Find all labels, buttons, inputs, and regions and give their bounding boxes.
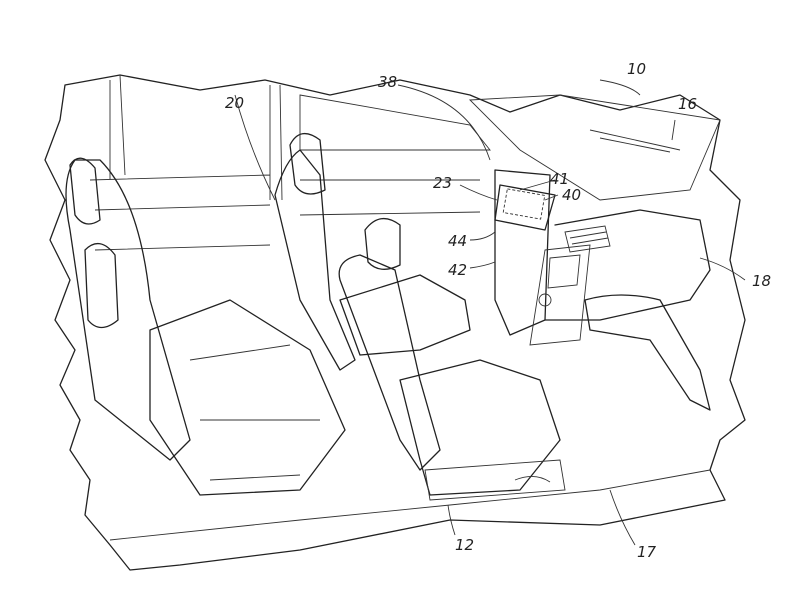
display-screen bbox=[502, 188, 546, 220]
control-knob bbox=[538, 293, 552, 307]
middle-seat-headrest bbox=[289, 133, 326, 195]
label-12: 12 bbox=[455, 536, 475, 554]
middle-seat-back bbox=[274, 149, 356, 371]
rear-seat-headrest bbox=[69, 157, 101, 225]
rear-window-frame bbox=[89, 74, 283, 251]
label-44: 44 bbox=[448, 232, 468, 250]
label-41: 41 bbox=[550, 170, 570, 188]
rear-seat-cushion-detail bbox=[189, 344, 320, 481]
rear-seat-cushion bbox=[149, 299, 346, 496]
dash-vents bbox=[564, 225, 611, 253]
display-housing bbox=[494, 184, 556, 231]
label-10: 10 bbox=[627, 60, 647, 78]
front-seat-base bbox=[424, 459, 566, 501]
label-16: 16 bbox=[678, 95, 698, 113]
rear-seat-headrest-lower bbox=[84, 243, 119, 329]
windshield bbox=[468, 94, 721, 201]
windshield-glare bbox=[589, 129, 681, 153]
label-42: 42 bbox=[448, 261, 468, 279]
label-40: 40 bbox=[562, 186, 582, 204]
label-18: 18 bbox=[752, 272, 772, 290]
glovebox-door bbox=[584, 294, 711, 411]
front-seat-cushion bbox=[399, 359, 561, 496]
label-23: 23 bbox=[433, 174, 453, 192]
label-38: 38 bbox=[378, 73, 398, 91]
interior-outline bbox=[44, 74, 746, 571]
floor-edge bbox=[109, 469, 711, 541]
center-console bbox=[529, 244, 591, 346]
leader-lines bbox=[234, 79, 746, 546]
front-seat-headrest bbox=[364, 218, 401, 270]
dashboard bbox=[544, 209, 711, 321]
label-20: 20 bbox=[225, 94, 245, 112]
label-17: 17 bbox=[637, 543, 657, 561]
front-seat-back bbox=[338, 254, 441, 471]
side-window bbox=[299, 94, 491, 216]
rear-seat-back bbox=[65, 159, 191, 461]
door-panel bbox=[494, 169, 551, 336]
middle-seat-cushion bbox=[339, 274, 471, 356]
